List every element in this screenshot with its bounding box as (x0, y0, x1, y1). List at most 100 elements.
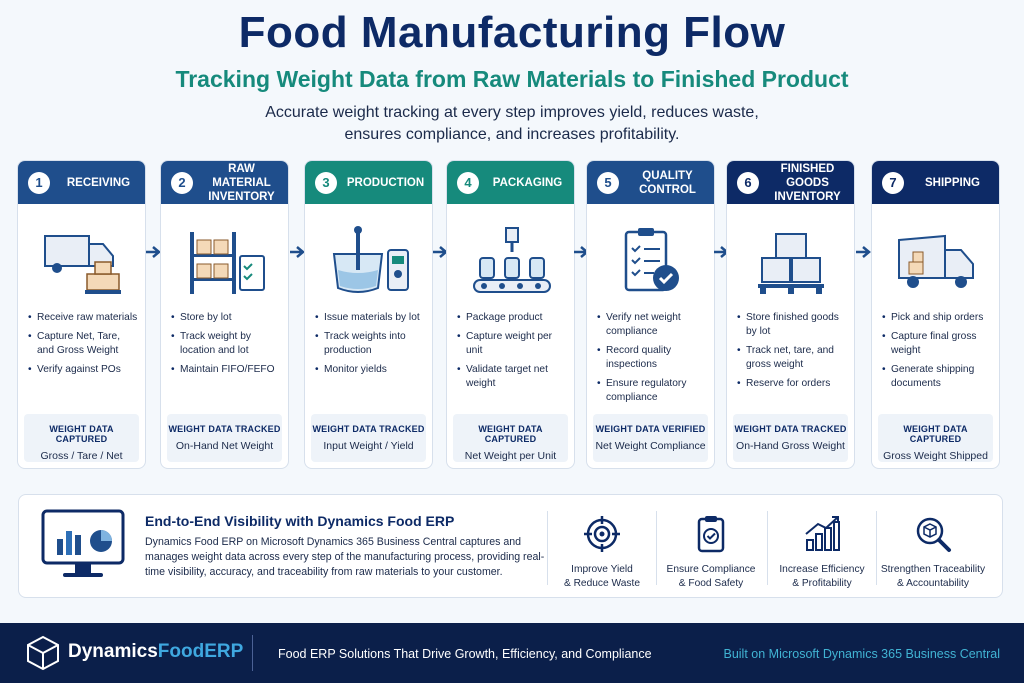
benefit-label: Improve Yield& Reduce Waste (563, 564, 641, 589)
weight-data-value: Input Weight / Yield (323, 440, 414, 452)
weight-data-value: On-Hand Gross Weight (736, 440, 845, 452)
shelves-icon (161, 217, 288, 307)
step-bullet: Pick and ship orders (882, 311, 993, 325)
weight-data-box: WEIGHT DATA CAPTURED Net Weight per Unit (453, 414, 568, 462)
weight-data-value: Net Weight Compliance (595, 440, 706, 452)
page-description: Accurate weight tracking at every step i… (0, 102, 1024, 146)
step-card-3: 3 PRODUCTION Issue materials by lotTrack… (304, 160, 433, 469)
step-bullet: Receive raw materials (28, 311, 139, 325)
flow-arrow-icon (145, 245, 161, 259)
step-header: 7 SHIPPING (872, 161, 999, 204)
page-subtitle: Tracking Weight Data from Raw Materials … (175, 66, 849, 92)
weight-data-label: WEIGHT DATA TRACKED (312, 424, 425, 434)
weight-data-box: WEIGHT DATA TRACKED On-Hand Net Weight (167, 414, 282, 462)
step-number: 2 (171, 171, 193, 194)
step-bullets: Store finished goods by lotTrack net, ta… (737, 311, 848, 396)
step-title-line-2: CONTROL (639, 183, 696, 196)
step-bullet: Track weights into production (315, 330, 426, 358)
footer-tagline: Food ERP Solutions That Drive Growth, Ef… (278, 647, 652, 661)
step-title: QUALITY CONTROL (627, 169, 708, 197)
step-bullets: Issue materials by lotTrack weights into… (315, 311, 426, 382)
step-number: 6 (737, 171, 759, 194)
weight-data-box: WEIGHT DATA TRACKED On-Hand Gross Weight (733, 414, 848, 462)
step-bullet: Reserve for orders (737, 377, 848, 391)
pallet-boxes-icon (727, 217, 854, 307)
step-title-line-2: INVENTORY (208, 190, 275, 203)
brand-main: Dynamics (68, 641, 158, 662)
weight-data-value: Gross / Tare / Net (40, 450, 123, 462)
footer: DynamicsFoodERP Food ERP Solutions That … (0, 623, 1024, 683)
weight-data-value: Net Weight per Unit (464, 450, 557, 462)
step-bullet: Monitor yields (315, 363, 426, 377)
benefit-item: Ensure Compliance& Food Safety (656, 513, 766, 591)
step-title: RAW MATERIAL INVENTORY (201, 162, 282, 204)
step-bullets: Verify net weight complianceRecord quali… (597, 311, 708, 410)
step-header: 2 RAW MATERIAL INVENTORY (161, 161, 288, 204)
step-title-line-2: INVENTORY (774, 190, 841, 203)
step-bullet: Track net, tare, and gross weight (737, 344, 848, 372)
step-bullet: Capture Net, Tare, and Gross Weight (28, 330, 139, 358)
step-number: 7 (882, 171, 904, 194)
weight-data-label: WEIGHT DATA TRACKED (734, 424, 847, 434)
step-bullets: Receive raw materialsCapture Net, Tare, … (28, 311, 139, 382)
step-bullet: Track weight by location and lot (171, 330, 282, 358)
weight-data-value: Gross Weight Shipped (883, 450, 988, 462)
step-title-line-1: FINISHED GOODS (780, 162, 835, 189)
mixer-icon (305, 217, 432, 307)
weight-data-box: WEIGHT DATA TRACKED Input Weight / Yield (311, 414, 426, 462)
monitor-chart-icon (41, 509, 125, 586)
step-card-7: 7 SHIPPING Pick and ship ordersCapture f… (871, 160, 1000, 469)
divider (547, 511, 548, 585)
description-line-2: ensures compliance, and increases profit… (344, 126, 680, 143)
visibility-title: End-to-End Visibility with Dynamics Food… (145, 513, 455, 529)
step-bullet: Generate shipping documents (882, 363, 993, 391)
flow-arrow-icon (855, 245, 871, 259)
weight-data-box: WEIGHT DATA VERIFIED Net Weight Complian… (593, 414, 708, 462)
step-header: 6 FINISHED GOODS INVENTORY (727, 161, 854, 204)
weight-data-label: WEIGHT DATA CAPTURED (903, 424, 968, 444)
step-bullet: Ensure regulatory compliance (597, 377, 708, 405)
step-card-2: 2 RAW MATERIAL INVENTORY Store by lotTra… (160, 160, 289, 469)
step-bullet: Store finished goods by lot (737, 311, 848, 339)
step-title-line-1: PACKAGING (492, 176, 563, 189)
visibility-text: Dynamics Food ERP on Microsoft Dynamics … (145, 536, 545, 578)
step-bullet: Store by lot (171, 311, 282, 325)
step-bullet: Capture weight per unit (457, 330, 568, 358)
footer-brand: DynamicsFoodERP (68, 641, 243, 663)
divider (767, 511, 768, 585)
step-title-line-1: RAW MATERIAL (212, 162, 271, 189)
benefit-label: Strengthen Traceability& Accountability (880, 564, 986, 589)
step-bullet: Capture final gross weight (882, 330, 993, 358)
step-header: 3 PRODUCTION (305, 161, 432, 204)
footer-divider (252, 635, 253, 671)
step-bullet: Verify net weight compliance (597, 311, 708, 339)
step-card-1: 1 RECEIVING Receive raw materialsCapture… (17, 160, 146, 469)
step-card-5: 5 QUALITY CONTROL Verify net weight comp… (586, 160, 715, 469)
brand-accent: FoodERP (157, 641, 244, 662)
cube-logo-icon (26, 635, 60, 676)
step-bullets: Pick and ship ordersCapture final gross … (882, 311, 993, 396)
truck-icon (18, 217, 145, 307)
delivery-truck-icon (872, 217, 999, 307)
weight-data-label: WEIGHT DATA CAPTURED (478, 424, 543, 444)
benefit-label: Increase Efficiency& Profitability (779, 564, 865, 589)
step-bullet: Verify against POs (28, 363, 139, 377)
weight-data-label: WEIGHT DATA VERIFIED (595, 424, 706, 434)
step-bullet: Validate target net weight (457, 363, 568, 391)
step-bullets: Store by lotTrack weight by location and… (171, 311, 282, 382)
step-card-4: 4 PACKAGING Package productCapture weigh… (446, 160, 575, 469)
step-title: PACKAGING (487, 176, 568, 190)
step-number: 3 (315, 171, 337, 194)
step-bullet: Issue materials by lot (315, 311, 426, 325)
benefit-label: Ensure Compliance& Food Safety (666, 564, 756, 589)
benefit-item: Improve Yield& Reduce Waste (547, 513, 657, 591)
description-line-1: Accurate weight tracking at every step i… (265, 104, 759, 121)
divider (876, 511, 877, 585)
step-card-6: 6 FINISHED GOODS INVENTORY Store finishe… (726, 160, 855, 469)
step-title: RECEIVING (58, 176, 139, 190)
page-title: Food Manufacturing Flow (238, 8, 786, 57)
step-title-line-1: SHIPPING (925, 176, 980, 189)
benefit-item: Increase Efficiency& Profitability (767, 513, 877, 591)
step-number: 1 (28, 171, 50, 194)
step-bullet: Maintain FIFO/FEFO (171, 363, 282, 377)
